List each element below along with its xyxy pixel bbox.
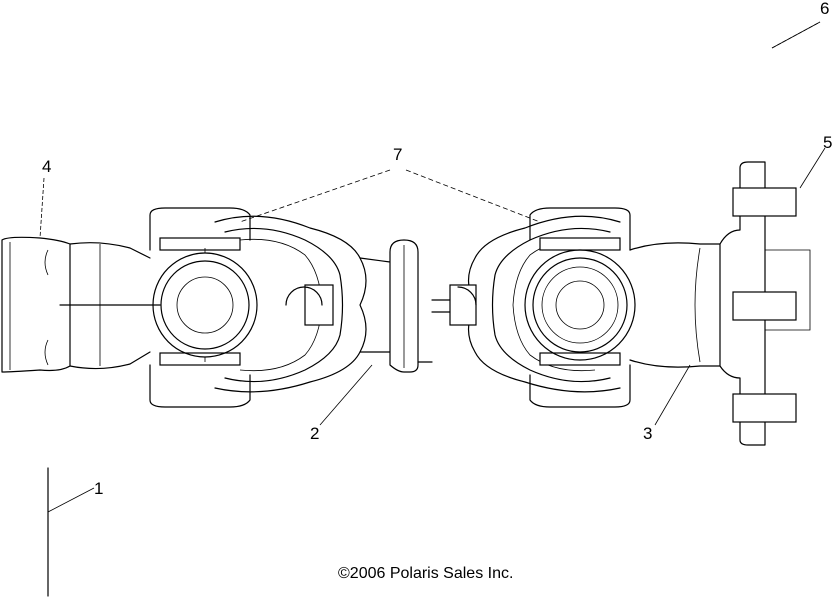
part-2-center-yoke bbox=[214, 215, 433, 393]
part-4-tube-end bbox=[1, 236, 161, 373]
leader-lines bbox=[39, 21, 826, 513]
left-u-joint bbox=[149, 207, 258, 408]
callout-6: 6 bbox=[820, 0, 829, 18]
callout-2: 2 bbox=[310, 424, 319, 443]
callout-5: 5 bbox=[823, 133, 832, 152]
part-5-flange bbox=[719, 161, 811, 446]
right-output-tube bbox=[629, 242, 721, 368]
part-3-right-yoke bbox=[431, 215, 621, 393]
callout-1: 1 bbox=[94, 479, 103, 498]
callout-7: 7 bbox=[393, 145, 402, 164]
callout-4: 4 bbox=[42, 157, 51, 176]
right-u-joint bbox=[524, 207, 636, 408]
copyright-notice: ©2006 Polaris Sales Inc. bbox=[338, 565, 513, 582]
callout-3: 3 bbox=[643, 424, 652, 443]
